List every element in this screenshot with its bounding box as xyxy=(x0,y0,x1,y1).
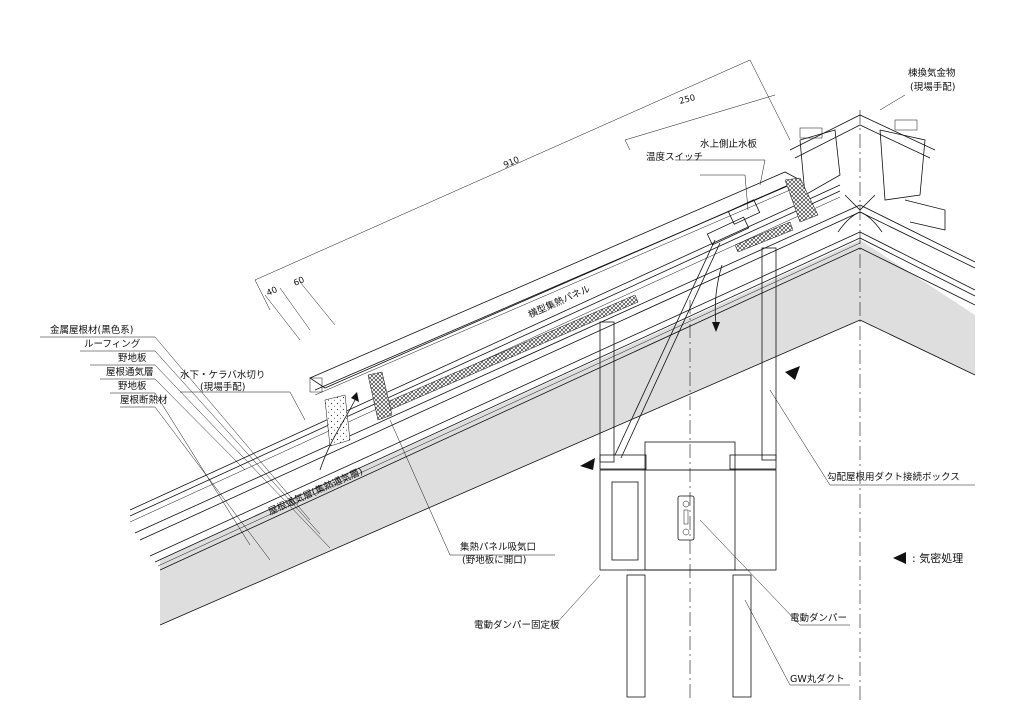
roof-right-slope xyxy=(859,204,976,376)
label-upper-stop-plate: 水上側止水板 xyxy=(700,138,758,150)
leader-lines xyxy=(40,94,975,686)
ridge-vent-hardware xyxy=(789,114,946,231)
label-roofing: ルーフィング xyxy=(84,338,141,350)
dim-60: 60 xyxy=(292,275,306,289)
label-temp-switch: 温度スイッチ xyxy=(646,151,703,163)
collector-panel xyxy=(309,171,819,447)
gw-round-duct xyxy=(626,569,752,698)
dim-910: 910 xyxy=(502,155,521,171)
label-damper-plate: 電動ダンパー固定板 xyxy=(474,619,560,631)
label-ridge-vent: 棟換気金物 xyxy=(908,67,956,79)
label-ridge-vent-note: (現場手配) xyxy=(910,81,955,93)
airseal-marker-right xyxy=(785,366,800,380)
label-intake: 集熱パネル吸気口 xyxy=(460,541,536,553)
airseal-marker-left xyxy=(580,458,595,470)
dim-250: 250 xyxy=(678,93,696,107)
label-duct-box: 勾配屋根用ダクト接続ボックス xyxy=(827,471,960,483)
label-gw-duct: GW丸ダクト xyxy=(790,673,845,685)
label-sheathing-1: 野地板 xyxy=(118,352,147,364)
legend-label: : 気密処理 xyxy=(912,551,963,565)
label-roof-insulation: 屋根断熱材 xyxy=(120,394,168,406)
legend-airseal-icon xyxy=(893,552,906,564)
label-damper: 電動ダンパー xyxy=(790,612,847,624)
label-water-cut-note: (現場手配) xyxy=(200,381,245,393)
airflow-arrows xyxy=(319,211,883,471)
label-water-cut: 水下・ケラバ水切り xyxy=(180,369,265,381)
label-intake-note: (野地板に開口) xyxy=(462,554,526,566)
dim-40: 40 xyxy=(265,285,279,299)
label-roof-material: 金属屋根材(黒色系) xyxy=(50,324,133,336)
roof-left-slope xyxy=(129,184,975,626)
label-sheathing-2: 野地板 xyxy=(118,380,147,392)
actuator-rod xyxy=(614,199,761,459)
dimension-lines xyxy=(254,59,791,341)
label-roof-vent-layer: 屋根通気層 xyxy=(106,366,154,378)
